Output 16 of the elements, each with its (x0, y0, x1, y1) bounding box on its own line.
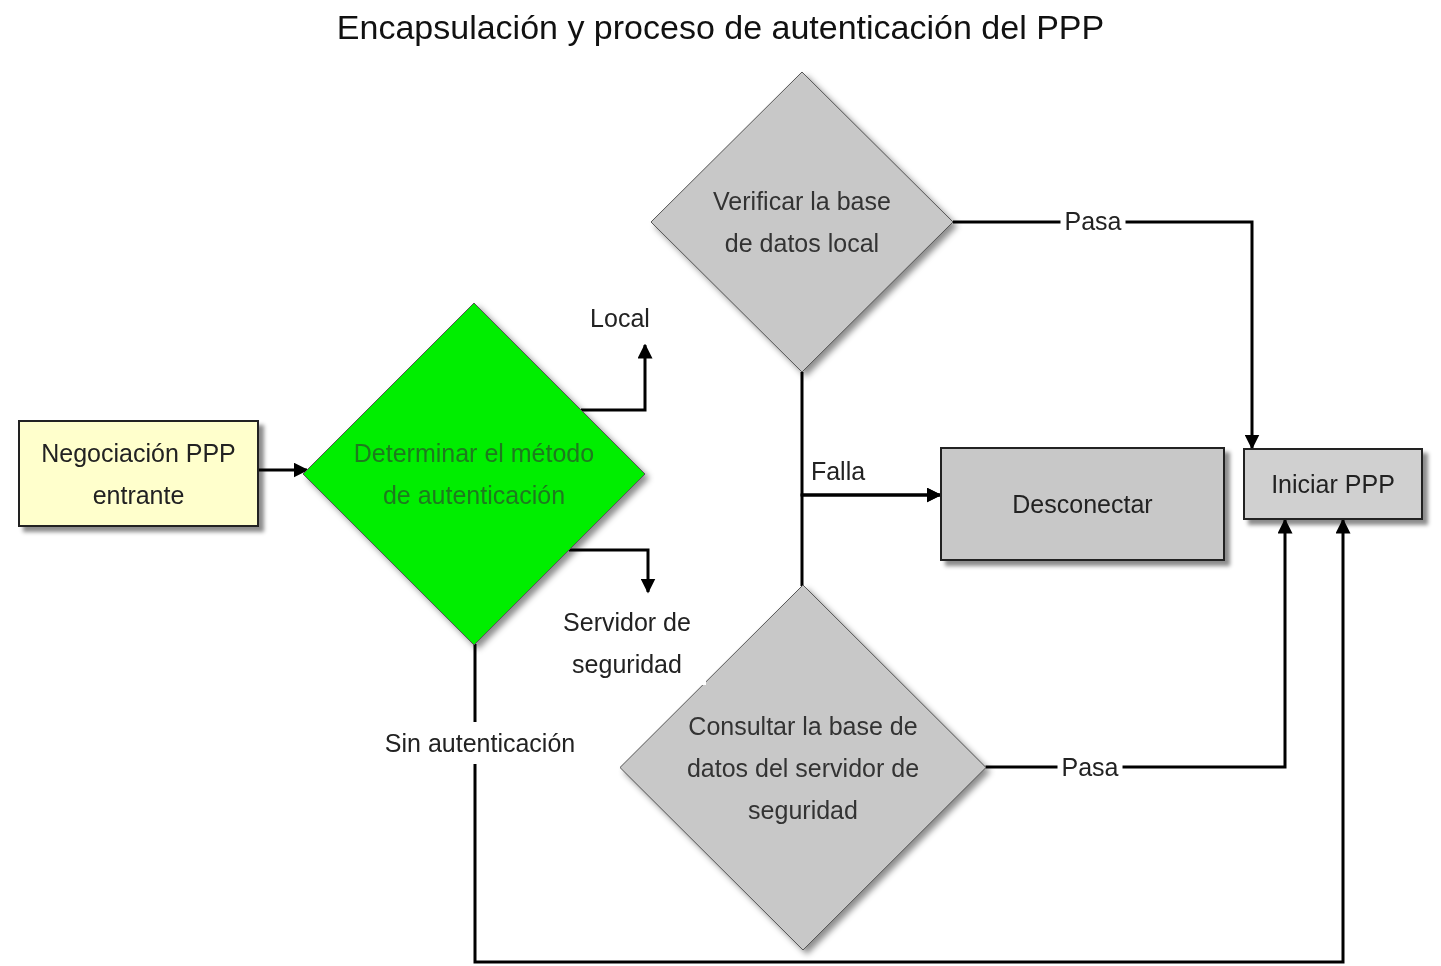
connector-arrow (800, 487, 942, 586)
node-text: Determinar el método de autenticación (352, 438, 596, 511)
process-box (940, 447, 1225, 561)
connector-arrow (473, 518, 1351, 964)
node-text: Desconectar (1011, 489, 1154, 520)
node-text: Verificar la base de datos local (712, 186, 892, 259)
process-box (18, 420, 259, 527)
connector-arrow (581, 343, 653, 412)
process-box (1243, 448, 1423, 520)
connector-arrow (259, 462, 309, 478)
edge-label: Falla (809, 456, 867, 487)
node-text: Negociación PPP entrante (40, 437, 237, 511)
node-text: Consultar la base de datos del servidor de seguridad (685, 710, 921, 826)
connector-arrow (569, 548, 656, 594)
node-text: Iniciar PPP (1270, 469, 1396, 500)
diagram-title: Encapsulación y proceso de autenticación del PPP (335, 8, 1106, 47)
